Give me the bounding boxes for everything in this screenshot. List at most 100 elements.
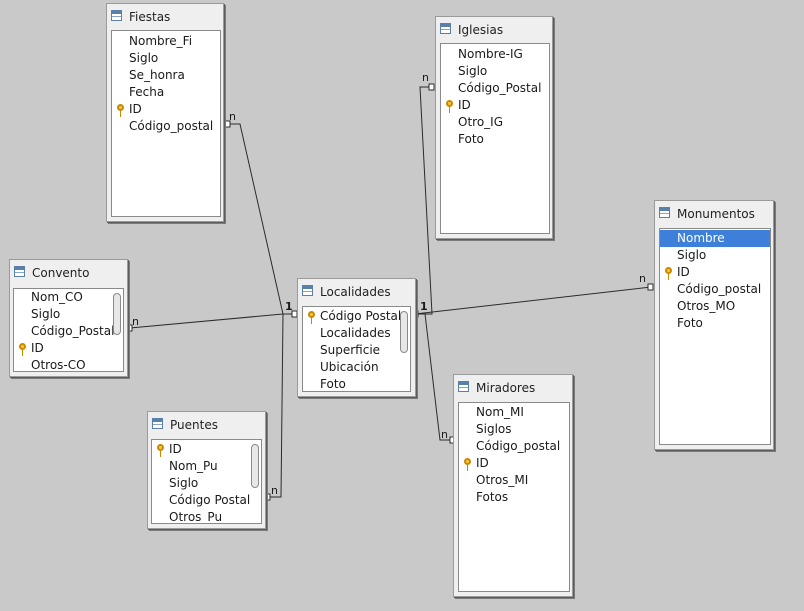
field-row[interactable]: Fecha (112, 84, 220, 101)
relation-puentes-line[interactable] (268, 313, 284, 498)
relation-monumentos-line[interactable] (414, 286, 652, 315)
field-row[interactable]: Siglo (112, 50, 220, 67)
field-row[interactable]: Código_Postal (14, 323, 123, 340)
field-row[interactable]: Código Postal (303, 308, 410, 325)
table-icon (458, 381, 469, 392)
field-name: ID (129, 102, 142, 116)
table-icon (440, 23, 451, 34)
relation-iglesias-line[interactable] (415, 86, 433, 315)
field-row[interactable]: Código_postal (112, 118, 220, 135)
field-name: Superficie (320, 343, 381, 357)
table-puentes-title-bar[interactable]: Puentes (150, 414, 263, 436)
table-miradores-title: Miradores (476, 381, 536, 395)
table-fiestas-title-bar[interactable]: Fiestas (109, 6, 221, 28)
field-row[interactable]: Código_postal (660, 281, 770, 298)
field-row[interactable]: ID (14, 340, 123, 357)
table-monumentos-title: Monumentos (677, 207, 755, 221)
label-many-miradores: n (441, 428, 448, 441)
field-row[interactable]: Siglo (152, 475, 261, 492)
field-row[interactable]: Otros_Pu (152, 509, 261, 523)
field-row[interactable]: ID (441, 97, 549, 114)
field-name: Nombre-IG (458, 47, 523, 61)
field-row[interactable]: Ubicación (303, 359, 410, 376)
vertical-scrollbar[interactable] (400, 311, 408, 353)
table-convento-title-bar[interactable]: Convento (12, 262, 125, 284)
vertical-scrollbar[interactable] (113, 293, 121, 335)
field-name: ID (169, 442, 182, 456)
field-name: Nom_Pu (169, 459, 218, 473)
field-name: ID (677, 265, 690, 279)
field-row[interactable]: ID (152, 441, 261, 458)
table-iglesias-title-bar[interactable]: Iglesias (438, 19, 550, 41)
field-row[interactable]: Siglo (660, 247, 770, 264)
table-miradores-title-bar[interactable]: Miradores (456, 377, 570, 399)
field-row[interactable]: Foto (441, 131, 549, 148)
relation-miradores-line[interactable] (424, 313, 453, 441)
table-localidades-title-bar[interactable]: Localidades (300, 281, 413, 303)
field-row[interactable]: Localidades (303, 325, 410, 342)
field-row[interactable]: Otro_IG (441, 114, 549, 131)
field-row[interactable]: Otros-CO (14, 357, 123, 371)
field-row[interactable]: Código_postal (459, 438, 569, 455)
field-name: Localidades (320, 326, 391, 340)
field-row[interactable]: Nom_Pu (152, 458, 261, 475)
field-row[interactable]: Foto (303, 376, 410, 391)
field-row[interactable]: Superficie (303, 342, 410, 359)
field-row[interactable]: Nombre-IG (441, 46, 549, 63)
field-row[interactable]: Foto (660, 315, 770, 332)
field-row[interactable]: ID (459, 455, 569, 472)
key-icon (157, 444, 164, 457)
field-row[interactable]: Nombre_Fi (112, 33, 220, 50)
label-many-fiestas: n (229, 110, 236, 123)
field-row[interactable]: ID (660, 264, 770, 281)
table-convento-title: Convento (32, 266, 90, 280)
field-row[interactable]: Código_Postal (441, 80, 549, 97)
field-row[interactable]: Código Postal (152, 492, 261, 509)
field-row[interactable]: Siglo (14, 306, 123, 323)
field-name: Código Postal (169, 493, 251, 507)
field-row[interactable]: Fotos (459, 489, 569, 506)
table-monumentos-title-bar[interactable]: Monumentos (657, 203, 771, 225)
field-row[interactable]: Nom_MI (459, 404, 569, 421)
field-name: ID (458, 98, 471, 112)
field-row[interactable]: Se_honra (112, 67, 220, 84)
field-row[interactable]: Nom_CO (14, 289, 123, 306)
field-row[interactable]: Otros_MI (459, 472, 569, 489)
field-row[interactable]: Siglo (441, 63, 549, 80)
relation-convento-line[interactable] (129, 313, 284, 329)
field-row[interactable]: Nombre (660, 230, 770, 247)
field-name: Se_honra (129, 68, 185, 82)
table-puentes-title: Puentes (170, 418, 218, 432)
field-name: Otro_IG (458, 115, 503, 129)
field-row[interactable]: Siglos (459, 421, 569, 438)
relation-fiestas-line[interactable] (228, 123, 294, 315)
label-many-puentes: n (271, 484, 278, 497)
field-name: Siglos (476, 422, 512, 436)
field-name: Siglo (129, 51, 159, 65)
field-name: Nom_MI (476, 405, 524, 419)
field-row[interactable]: ID (112, 101, 220, 118)
relation-end-iglesias (428, 83, 435, 91)
key-icon (446, 100, 453, 113)
field-name: Nombre_Fi (129, 34, 193, 48)
key-icon (308, 311, 315, 324)
vertical-scrollbar[interactable] (251, 444, 259, 488)
field-name: Código_postal (129, 119, 214, 133)
field-row[interactable]: Otros_MO (660, 298, 770, 315)
